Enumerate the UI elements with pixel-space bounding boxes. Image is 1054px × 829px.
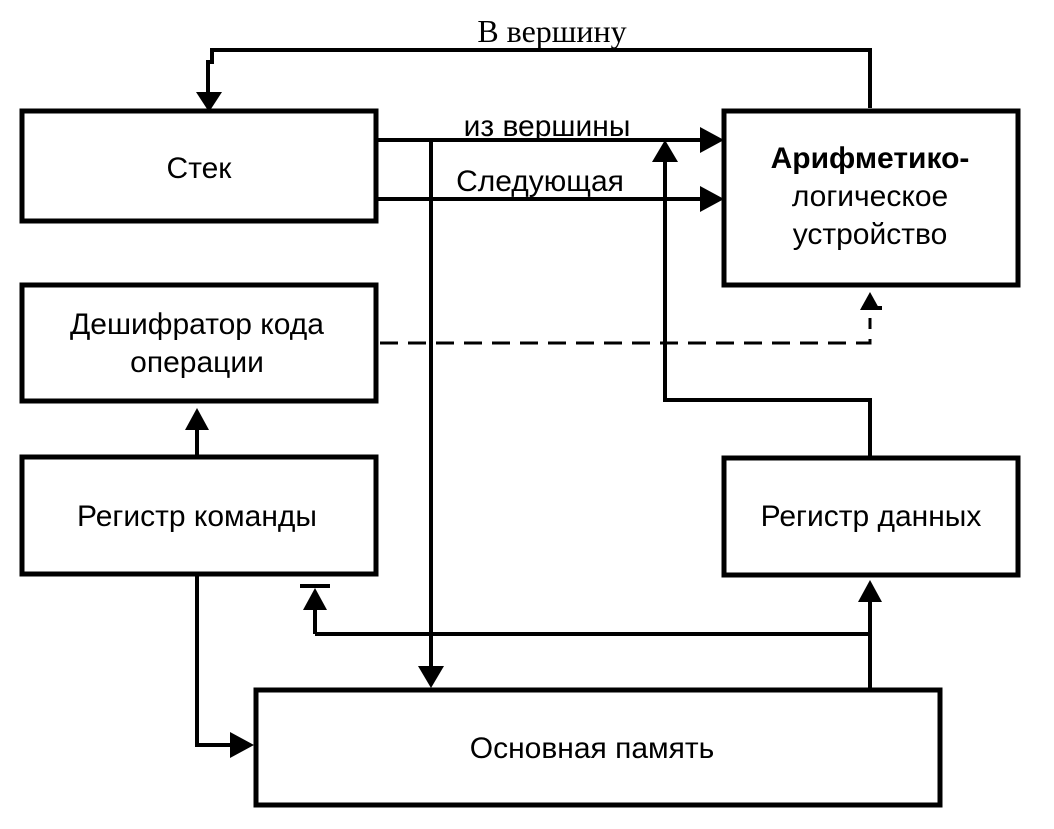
alu-block: Арифметико- логическое устройство [721,108,1021,288]
main-memory-block: Основная память [253,687,943,808]
ir-memory-arrowhead [230,732,254,758]
from-top-arrowhead [700,127,724,153]
next-label: Следующая [456,165,624,198]
memory-data-register-arrowhead [858,580,882,602]
main-memory-label: Основная память [470,732,715,765]
stack-memory-arrowhead [418,666,444,688]
stack-label: Стек [167,152,233,185]
instruction-register-label: Регистр команды [77,500,317,533]
alu-label-line1: Арифметико- [771,142,970,175]
decoder-alu-arrowhead [860,292,880,310]
decoder-label-line1: Дешифратор кода [70,308,324,341]
next-arrowhead [700,186,724,212]
from-top-label: из вершины [464,110,631,143]
data-register-label: Регистр данных [761,500,982,533]
to-top-label: В вершину [477,13,626,49]
data-register-block: Регистр данных [721,455,1021,578]
decoder-block: Дешифратор кода операции [19,282,379,404]
stack-block: Стек [19,108,379,224]
decoder-alu-dash [380,318,872,345]
to-top-arrowhead [196,92,222,112]
data-register-alu-line [663,158,872,458]
data-register-alu-arrowhead [652,140,678,162]
alu-label-line3: устройство [793,218,948,251]
memory-ir-arrowhead [303,588,327,610]
to-top-line [206,48,872,108]
instruction-register-block: Регистр команды [19,454,379,577]
decoder-label-line2: операции [130,346,264,379]
ir-memory-line [195,576,232,747]
alu-label-line2: логическое [792,180,948,213]
ir-decoder-arrowhead [185,408,209,430]
